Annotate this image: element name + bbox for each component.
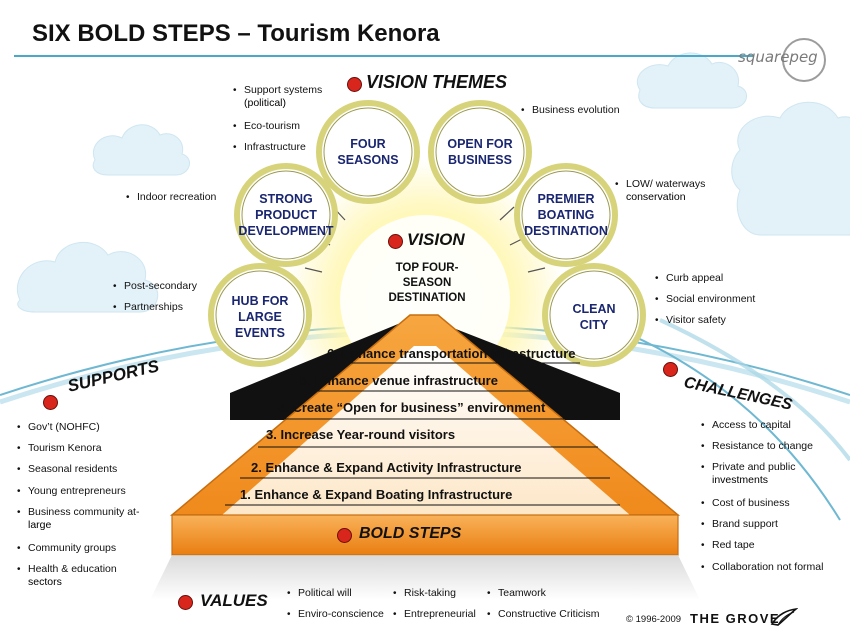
challenge-item: Resistance to change — [701, 440, 813, 453]
vision-heading: VISION — [407, 230, 465, 249]
step-5: 5. Enhance venue infrastructure — [300, 373, 498, 388]
note-item: Eco-tourism — [233, 120, 300, 133]
theme-four-seasons: FOUR SEASONS — [337, 137, 399, 167]
red-dot-icon — [43, 395, 58, 410]
bold-steps-heading: BOLD STEPS — [359, 525, 462, 542]
note-item: Curb appeal — [655, 272, 723, 285]
red-dot-icon — [347, 77, 362, 92]
theme-circles — [208, 100, 646, 367]
title-underline — [14, 55, 754, 57]
red-dot-icon — [663, 362, 678, 377]
values-heading: VALUES — [200, 591, 268, 610]
support-item: Business community at- — [17, 506, 140, 519]
red-dot-icon — [337, 528, 352, 543]
challenge-item: Cost of business — [701, 497, 790, 510]
theme-open-for-business: OPEN FOR BUSINESS — [447, 137, 513, 167]
step-2: 2. Enhance & Expand Activity Infrastruct… — [251, 460, 522, 475]
house-base — [171, 514, 679, 556]
note-item: Partnerships — [113, 301, 183, 314]
grove-leaf-icon — [770, 607, 798, 626]
step-6: 6. Enhance transportation infrastructure — [327, 346, 576, 361]
value-item: Constructive Criticism — [487, 608, 599, 621]
note-item-cont: conservation — [626, 191, 686, 203]
note-item: Business evolution — [521, 104, 620, 117]
support-item: Tourism Kenora — [17, 442, 101, 455]
support-item: Young entrepreneurs — [17, 485, 126, 498]
step-4: 4. Create “Open for business” environmen… — [278, 400, 546, 415]
support-item-cont: large — [28, 519, 52, 531]
support-item: Gov’t (NOHFC) — [17, 421, 100, 434]
challenge-item: Private and public — [701, 461, 796, 474]
value-item: Entrepreneurial — [393, 608, 476, 621]
logo-ring-icon — [782, 38, 826, 82]
challenge-item: Access to capital — [701, 419, 791, 432]
vision-text: TOP FOUR- SEASON DESTINATION — [388, 262, 466, 304]
note-item: Visitor safety — [655, 314, 726, 327]
support-item: Community groups — [17, 542, 116, 555]
support-item-cont: sectors — [28, 576, 62, 588]
step-3: 3. Increase Year-round visitors — [266, 427, 456, 442]
support-item: Seasonal residents — [17, 463, 117, 476]
support-item: Health & education — [17, 563, 117, 576]
step-1: 1. Enhance & Expand Boating Infrastructu… — [240, 487, 513, 502]
value-item: Enviro-conscience — [287, 608, 384, 621]
red-dot-icon — [178, 595, 193, 610]
note-item: Infrastructure — [233, 141, 306, 154]
value-item: Political will — [287, 587, 352, 600]
note-item: Social environment — [655, 293, 755, 306]
theme-hub-for-large-events: HUB FOR LARGE EVENTS — [231, 294, 289, 340]
theme-strong-product-development: STRONG PRODUCT DEVELOPMENT — [238, 192, 334, 238]
note-item: Indoor recreation — [126, 191, 216, 204]
challenge-item-cont: investments — [712, 474, 769, 486]
value-item: Risk-taking — [393, 587, 456, 600]
red-dot-icon — [388, 234, 403, 249]
value-item: Teamwork — [487, 587, 546, 600]
copyright-text: © 1996-2009 — [626, 614, 682, 625]
cloud-icon — [17, 52, 850, 313]
publisher-name: THE GROVE — [690, 611, 781, 626]
squarepeg-logo: squarepeg — [738, 48, 818, 66]
page-title: SIX BOLD STEPS – Tourism Kenora — [32, 20, 440, 47]
note-item: Support systems — [233, 84, 322, 97]
challenge-item: Red tape — [701, 539, 755, 552]
theme-clean-city: CLEAN CITY — [572, 302, 616, 332]
note-item: Post-secondary — [113, 280, 197, 293]
challenge-item: Brand support — [701, 518, 778, 531]
challenge-item: Collaboration not formal — [701, 561, 824, 574]
note-item: LOW/ waterways — [615, 178, 705, 191]
note-item-cont: (political) — [244, 97, 287, 109]
theme-premier-boating-destination: PREMIER BOATING DESTINATION — [524, 192, 608, 238]
vision-themes-heading: VISION THEMES — [366, 72, 508, 92]
